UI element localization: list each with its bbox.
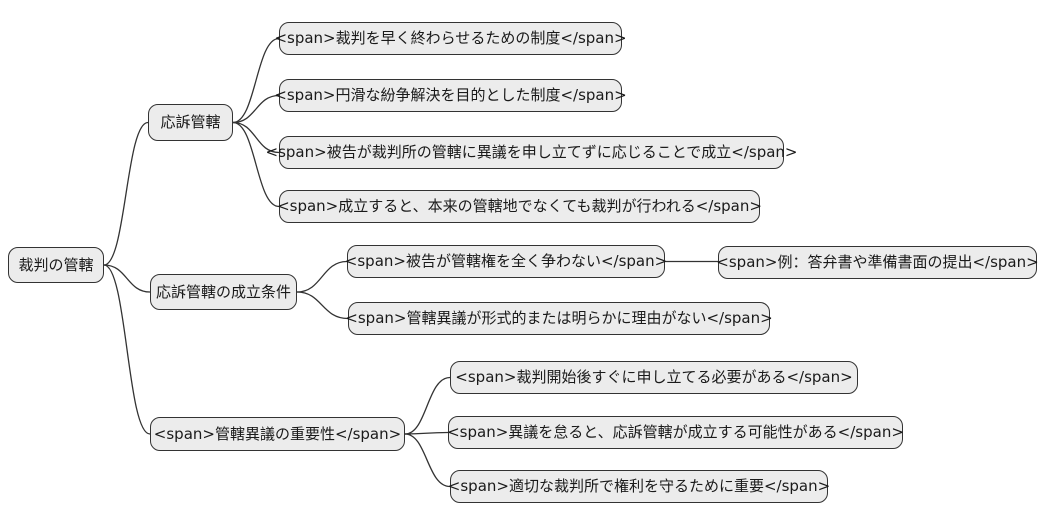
edge-branch3-leaf1 — [404, 376, 451, 435]
mindmap-node-branch3-leaf1: <span>裁判開始後すぐに申し立てる必要がある</span> — [450, 361, 858, 394]
mindmap-node-branch2-leaf1: <span>被告が管轄権を全く争わない</span> — [345, 245, 667, 278]
mindmap-node-branch3-leaf3: <span>適切な裁判所で権利を守るために重要</span> — [448, 470, 830, 503]
mindmap-node-branch2-leaf1-sub1: <span>例：答弁書や準備書面の提出</span> — [716, 246, 1039, 279]
edge-branch2-leaf1 — [296, 260, 348, 293]
edge-branch3-leaf2 — [404, 431, 449, 435]
edge-branch3-leaf3 — [404, 433, 451, 488]
mindmap-node-branch1-leaf3: <span>被告が裁判所の管轄に異議を申し立てずに応じることで成立</span> — [266, 136, 797, 169]
mindmap-node-branch1-leaf1: <span>裁判を早く終わらせるための制度</span> — [274, 22, 627, 55]
mindmap-node-branch2-leaf2: <span>管轄異議が形式的または明らかに理由がない</span> — [345, 302, 773, 335]
mindmap-node-branch2: 応訴管轄の成立条件 — [150, 274, 297, 310]
edge-branch1-leaf1 — [232, 37, 280, 124]
mindmap-node-root: 裁判の管轄 — [8, 247, 104, 283]
edge-branch1-leaf4 — [232, 121, 280, 208]
edge-root-branch2 — [103, 264, 151, 293]
mindmap-node-branch3-leaf2: <span>異議を怠ると、応訴管轄が成立する可能性がある</span> — [447, 416, 904, 449]
mindmap-node-branch1-leaf2: <span>円滑な紛争解決を目的とした制度</span> — [274, 79, 627, 112]
edge-root-branch1 — [103, 121, 149, 266]
mindmap-node-branch1: 応訴管轄 — [148, 104, 233, 141]
mindmap-node-branch3: <span>管轄異議の重要性</span> — [150, 417, 405, 451]
edge-branch1-leaf3 — [232, 121, 280, 154]
edge-branch2-leaf2 — [296, 291, 349, 320]
edge-branch1-leaf2 — [232, 94, 280, 124]
mindmap-node-branch1-leaf4: <span>成立すると、本来の管轄地でなくても裁判が行われる</span> — [277, 190, 762, 223]
edge-root-branch3 — [103, 264, 151, 435]
